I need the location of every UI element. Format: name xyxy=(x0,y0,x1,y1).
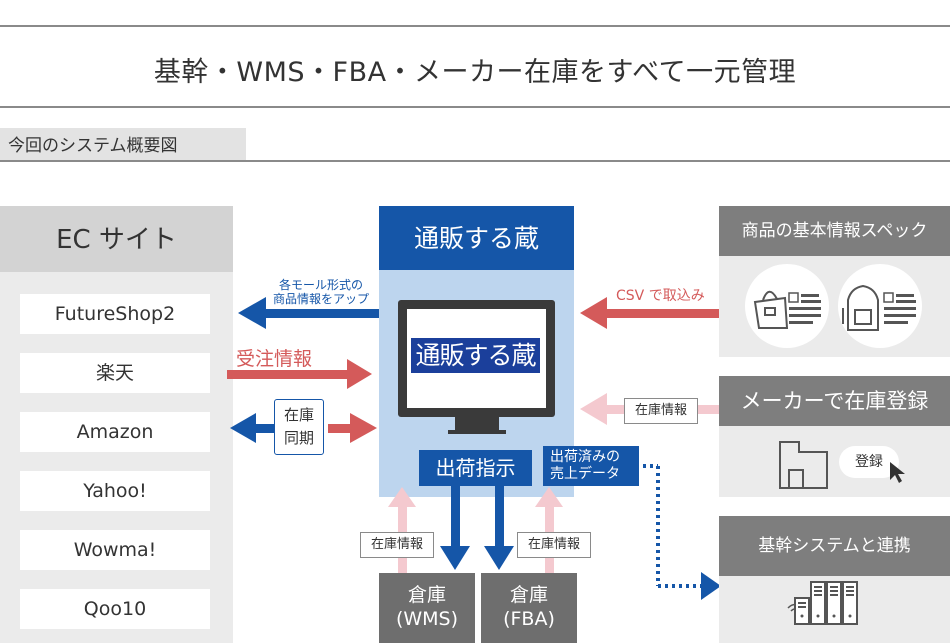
fba-stock-arrow xyxy=(535,487,563,573)
warehouse-fba: 倉庫 (FBA) xyxy=(481,573,577,643)
maker-stock-label: 在庫情報 xyxy=(624,398,698,424)
wms-stock-arrow xyxy=(388,487,416,573)
orders-label: 受注情報 xyxy=(236,348,313,370)
page-title: 基幹・WMS・FBA・メーカー在庫をすべて一元管理 xyxy=(153,57,797,88)
sales-data-line2: 売上データ xyxy=(550,466,620,482)
monitor-base xyxy=(448,430,506,434)
core-system-title: 基幹システムと連携 xyxy=(719,516,950,576)
ec-site-item: FutureShop2 xyxy=(20,294,210,334)
monitor-stand xyxy=(455,417,499,431)
sales-data-box: 出荷済みの 売上データ xyxy=(543,446,639,486)
pointer-cursor-icon xyxy=(890,462,905,483)
orders-arrow xyxy=(227,359,372,389)
warehouse-fba-line2: (FBA) xyxy=(503,608,555,630)
system-logo: 通販する蔵 xyxy=(411,338,540,373)
upload-arrow xyxy=(238,297,379,329)
fba-stock-label: 在庫情報 xyxy=(517,532,591,558)
ec-site-item: 楽天 xyxy=(20,353,210,393)
ec-site-item: Amazon xyxy=(20,412,210,452)
section-rule xyxy=(0,160,950,162)
backpack-icon xyxy=(842,284,879,331)
title-rule xyxy=(0,106,950,108)
backpack-circle xyxy=(838,264,922,348)
system-title: 通販する蔵 xyxy=(379,206,574,270)
spec-sheet-icon xyxy=(788,292,821,324)
upload-label-line2: 商品情報をアップ xyxy=(272,292,369,306)
building-icon xyxy=(779,441,828,489)
ec-site-item: Qoo10 xyxy=(20,589,210,629)
ec-site-item: Wowma! xyxy=(20,530,210,570)
warehouse-wms: 倉庫 (WMS) xyxy=(379,573,475,643)
spec-sheet-icon xyxy=(883,292,916,324)
wms-stock-label: 在庫情報 xyxy=(360,532,434,558)
sales-data-line1: 出荷済みの xyxy=(550,449,620,465)
warehouse-wms-line1: 倉庫 xyxy=(407,584,446,606)
handbag-circle xyxy=(745,264,829,348)
upload-label: 各モール形式の 商品情報をアップ xyxy=(265,278,377,306)
section-label: 今回のシステム概要図 xyxy=(0,128,246,162)
maker-panel xyxy=(719,426,950,497)
sales-data-dotted-arrow xyxy=(643,464,721,600)
sync-label-line1: 在庫 xyxy=(283,406,314,424)
spec-icons xyxy=(753,284,916,331)
ec-site-item: Yahoo! xyxy=(20,471,210,511)
ec-site-title: EC サイト xyxy=(0,206,233,272)
upload-label-line1: 各モール形式の xyxy=(278,278,363,292)
ship-fba-arrow xyxy=(484,486,514,570)
maker-title: メーカーで在庫登録 xyxy=(719,376,950,426)
csv-arrow xyxy=(580,297,719,329)
csv-label: CSV で取込み xyxy=(616,288,705,304)
register-button[interactable]: 登録 xyxy=(839,446,899,478)
spec-title: 商品の基本情報スペック xyxy=(719,206,950,256)
handbag-icon xyxy=(753,290,789,329)
sync-label: 在庫 同期 xyxy=(274,399,324,455)
ship-wms-arrow xyxy=(440,486,470,570)
sync-label-line2: 同期 xyxy=(283,429,314,447)
sync-arrow xyxy=(230,413,377,443)
warehouse-wms-line2: (WMS) xyxy=(395,608,459,630)
top-rule xyxy=(0,25,950,27)
server-icon xyxy=(787,581,858,625)
warehouse-fba-line1: 倉庫 xyxy=(509,584,548,606)
shipping-instruction-box: 出荷指示 xyxy=(419,450,532,486)
